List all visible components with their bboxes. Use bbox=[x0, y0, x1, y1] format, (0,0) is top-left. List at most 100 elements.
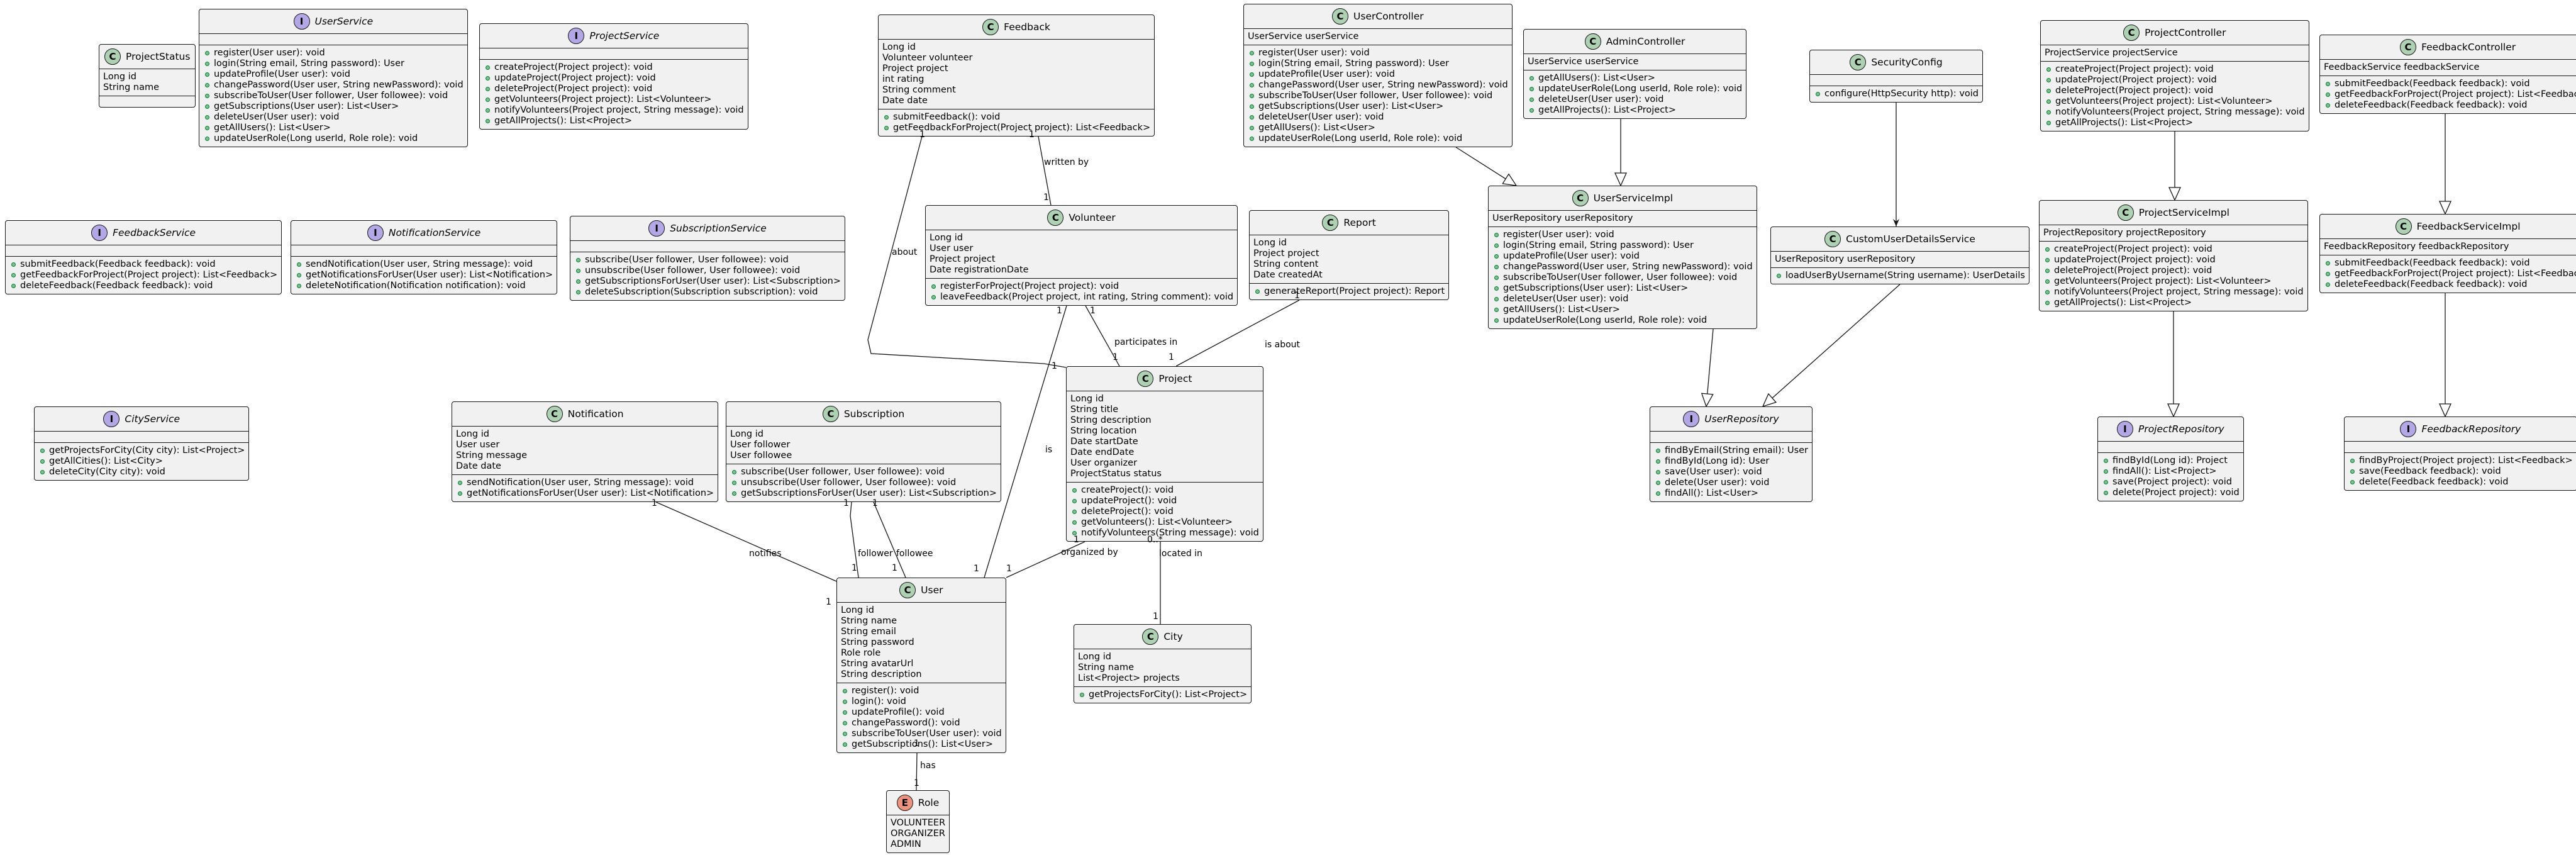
uml-field: Long id bbox=[730, 429, 763, 439]
uml-methods: subscribe(User follower, User followee):… bbox=[570, 252, 845, 300]
uml-method: updateUserRole(Long userId, Role role): … bbox=[1528, 84, 1742, 94]
uml-methods: getProjectsForCity(City city): List<Proj… bbox=[35, 442, 249, 480]
multiplicity-label: 1 bbox=[1090, 306, 1096, 316]
uml-method: delete(User user): void bbox=[1654, 478, 1808, 488]
multiplicity-label: 1 bbox=[974, 564, 979, 574]
uml-project-status-name: ProjectStatus bbox=[126, 50, 191, 62]
uml-method: register(User user): void bbox=[1492, 230, 1753, 240]
association-label: is about bbox=[1265, 340, 1301, 350]
uml-field: ADMIN bbox=[891, 839, 921, 849]
uml-method: subscribeToUser(User follower, User foll… bbox=[203, 91, 464, 101]
uml-method: updateProfile(): void bbox=[841, 707, 1002, 718]
association-label: notifies bbox=[749, 549, 782, 559]
uml-methods: sendNotification(User user, String messa… bbox=[291, 256, 557, 294]
uml-method: getFeedbackForProject(Project project): … bbox=[882, 123, 1150, 133]
generalization-line bbox=[1707, 328, 1714, 394]
uml-method: getAllUsers(): List<User> bbox=[1492, 305, 1753, 315]
association-label: about bbox=[892, 247, 918, 257]
uml-method: registerForProject(Project project): voi… bbox=[930, 281, 1233, 292]
generalization-line bbox=[1455, 147, 1506, 179]
uml-methods bbox=[99, 96, 196, 107]
uml-field: String description bbox=[841, 669, 922, 679]
uml-method: submitFeedback(Feedback feedback): void bbox=[9, 259, 277, 270]
interface-stereotype-icon: I bbox=[103, 411, 120, 427]
uml-method: getSubscriptions(User user): List<User> bbox=[203, 101, 464, 112]
uml-fields bbox=[199, 34, 467, 45]
uml-method: createProject(Project project): void bbox=[2043, 244, 2304, 255]
uml-field: ORGANIZER bbox=[891, 829, 945, 839]
multiplicity-label: 1 bbox=[914, 778, 919, 788]
multiplicity-label: 1 bbox=[1169, 352, 1174, 362]
uml-method: deleteFeedback(Feedback feedback): void bbox=[2324, 100, 2576, 111]
uml-security-config-name: SecurityConfig bbox=[1871, 56, 1943, 68]
uml-method: save(User user): void bbox=[1654, 467, 1808, 478]
uml-feedback-service-name: FeedbackService bbox=[113, 226, 196, 238]
uml-method: login(String email, String password): Us… bbox=[1492, 240, 1753, 251]
generalization-arrowhead bbox=[1701, 393, 1714, 408]
uml-field: Date createdAt bbox=[1253, 270, 1323, 280]
association-line bbox=[867, 136, 1067, 368]
uml-method: submitFeedback(Feedback feedback): void bbox=[2324, 79, 2576, 89]
uml-method: getSubscriptionsForUser(User user): List… bbox=[574, 276, 841, 287]
uml-method: updateProject(Project project): void bbox=[2045, 75, 2305, 86]
uml-field: Date startDate bbox=[1070, 437, 1138, 447]
class-stereotype-icon: C bbox=[2123, 25, 2140, 41]
uml-method: deleteNotification(Notification notifica… bbox=[295, 281, 553, 291]
uml-method: getVolunteers(Project project): List<Vol… bbox=[484, 94, 744, 105]
uml-method: updateProfile(User user): void bbox=[1492, 251, 1753, 262]
interface-stereotype-icon: I bbox=[367, 225, 384, 241]
uml-field: Long id bbox=[1253, 238, 1287, 248]
uml-method: createProject(): void bbox=[1070, 485, 1259, 496]
uml-fields bbox=[35, 432, 248, 442]
uml-methods: subscribe(User follower, User followee):… bbox=[726, 464, 1001, 501]
uml-method: delete(Project project): void bbox=[2102, 488, 2240, 498]
uml-field: Project project bbox=[1253, 249, 1319, 259]
uml-fields: UserRepository userRepository bbox=[1771, 252, 2029, 267]
association-label: is bbox=[1045, 445, 1053, 455]
uml-method: login(): void bbox=[841, 696, 1002, 707]
multiplicity-label: 1 bbox=[1113, 352, 1118, 362]
uml-method: deleteProject(Project project): void bbox=[2043, 265, 2304, 276]
uml-method: updateProject(Project project): void bbox=[2043, 255, 2304, 265]
uml-method: deleteProject(Project project): void bbox=[484, 84, 744, 94]
uml-subscription-service-name: SubscriptionService bbox=[670, 222, 767, 234]
uml-fields: UserService userService bbox=[1244, 29, 1512, 45]
multiplicity-label: 1 bbox=[872, 498, 878, 508]
uml-field: Long id bbox=[103, 72, 136, 82]
multiplicity-label: 1 bbox=[1029, 130, 1035, 140]
class-stereotype-icon: C bbox=[1322, 215, 1339, 231]
uml-report-name: Report bbox=[1343, 216, 1376, 228]
uml-method: loadUserByUsername(String username): Use… bbox=[1775, 271, 2025, 281]
uml-field: int rating bbox=[882, 74, 924, 84]
uml-method: getVolunteers(Project project): List<Vol… bbox=[2043, 276, 2304, 287]
association-line bbox=[850, 501, 859, 578]
multiplicity-label: 0..* bbox=[1147, 535, 1163, 545]
uml-field: VOLUNTEER bbox=[891, 818, 946, 828]
uml-field: Long id bbox=[930, 233, 963, 243]
uml-fields: UserRepository userRepository bbox=[1489, 211, 1757, 226]
uml-feedback-name: Feedback bbox=[1004, 21, 1050, 33]
generalization-arrowhead bbox=[2168, 187, 2182, 201]
uml-fields bbox=[2345, 442, 2576, 452]
